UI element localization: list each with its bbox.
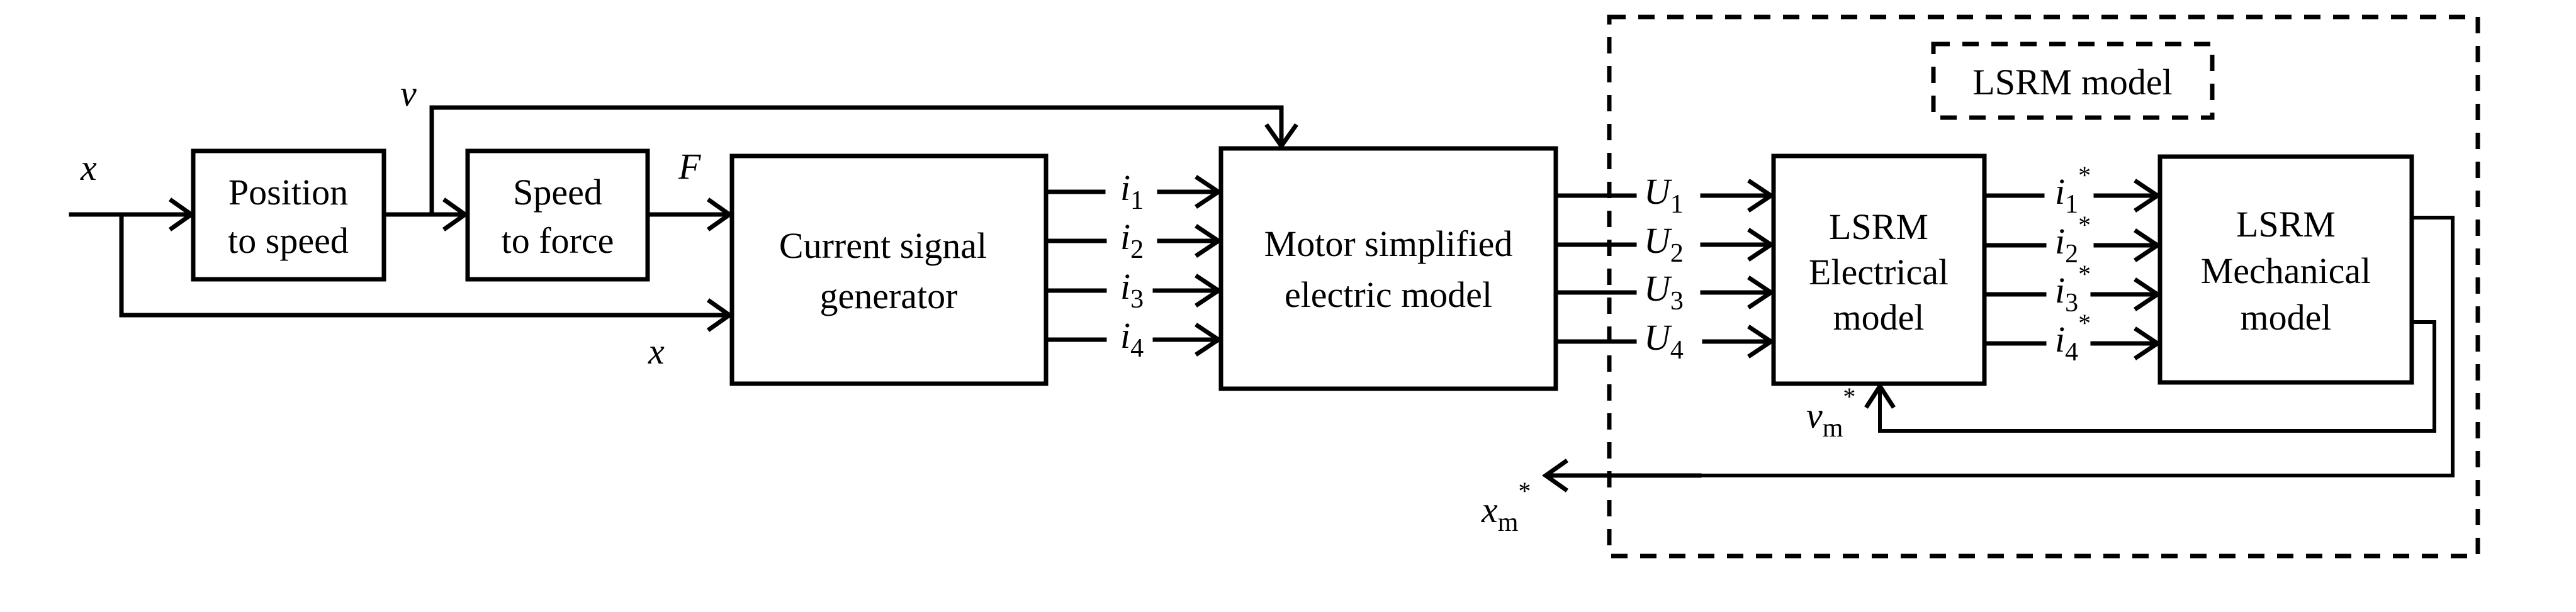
block-label-line: generator <box>820 275 958 316</box>
voltage-label: U2 <box>1644 220 1684 268</box>
signal-label-F: F <box>678 146 701 187</box>
voltage-label: U4 <box>1644 317 1684 365</box>
arrowhead-icon <box>1264 123 1298 150</box>
current-signal-generator-block[interactable]: Current signal generator <box>729 153 1049 386</box>
block-label-line: Speed <box>513 172 602 213</box>
voltage-wires <box>1553 179 1775 359</box>
current-labels: i1 i2 i3 i4 <box>1120 167 1144 363</box>
current-label: i2 <box>1120 216 1144 264</box>
block-label-line: LSRM <box>1829 206 1928 247</box>
lsrm-model-label: LSRM model <box>1972 62 2172 103</box>
xm-output-wire <box>1548 216 2455 477</box>
x-feed-wire <box>119 212 729 318</box>
arrowhead-icon <box>1541 459 1569 492</box>
lsrm-model-label-border <box>1931 42 2215 120</box>
block-label-line: Current signal <box>779 225 987 266</box>
voltage-label: U1 <box>1644 171 1684 219</box>
arrowhead-icon <box>442 198 470 231</box>
signal-label-vm-star: vm* <box>1806 382 1855 443</box>
block-label-line: LSRM <box>2236 204 2336 245</box>
lsrm-mechanical-model-block[interactable]: LSRM Mechanical model <box>2157 154 2414 385</box>
speed-to-force-block[interactable]: Speed to force <box>465 148 650 282</box>
lsrm-model-group-border <box>1607 14 2480 559</box>
model-current-label: i4* <box>2055 309 2091 367</box>
v-wire <box>429 105 1284 217</box>
voltage-label: U3 <box>1644 268 1684 316</box>
motor-simplified-model-block[interactable]: Motor simplified electric model <box>1218 146 1558 391</box>
block-label-line: model <box>2241 297 2332 338</box>
model-current-labels: i1* i2* i3* i4* <box>2055 161 2091 367</box>
block-label-line: electric model <box>1285 274 1492 315</box>
arrowhead-icon <box>706 298 734 332</box>
current-label: i1 <box>1120 167 1144 215</box>
position-to-speed-block[interactable]: Position to speed <box>191 148 386 282</box>
model-current-wires <box>1982 179 2162 360</box>
lsrm-electrical-model-block[interactable]: LSRM Electrical model <box>1771 153 1987 386</box>
block-label-line: to force <box>502 220 614 261</box>
current-label: i4 <box>1120 315 1144 363</box>
signal-label-x-input: x <box>80 147 97 188</box>
block-label-line: Electrical <box>1809 252 1949 292</box>
arrowhead-icon <box>706 198 734 231</box>
block-label-line: Motor simplified <box>1264 223 1513 264</box>
model-current-label: i3* <box>2055 260 2091 318</box>
model-current-label: i2* <box>2055 211 2091 269</box>
voltage-labels: U1 U2 U3 U4 <box>1644 171 1684 365</box>
model-current-label: i1* <box>2055 161 2091 219</box>
current-wires <box>1043 175 1223 357</box>
block-label-line: Mechanical <box>2201 250 2371 291</box>
arrowhead-icon <box>1864 382 1896 409</box>
block-label-line: to speed <box>228 220 349 261</box>
block-label-line: Position <box>228 172 348 213</box>
vm-feedback-wire <box>1878 320 2436 433</box>
current-label: i3 <box>1120 266 1144 314</box>
block-label-line: model <box>1833 297 1925 338</box>
signal-label-x-feed: x <box>648 331 665 372</box>
signal-label-xm-star: xm* <box>1481 477 1531 537</box>
signal-label-v: v <box>400 73 417 114</box>
